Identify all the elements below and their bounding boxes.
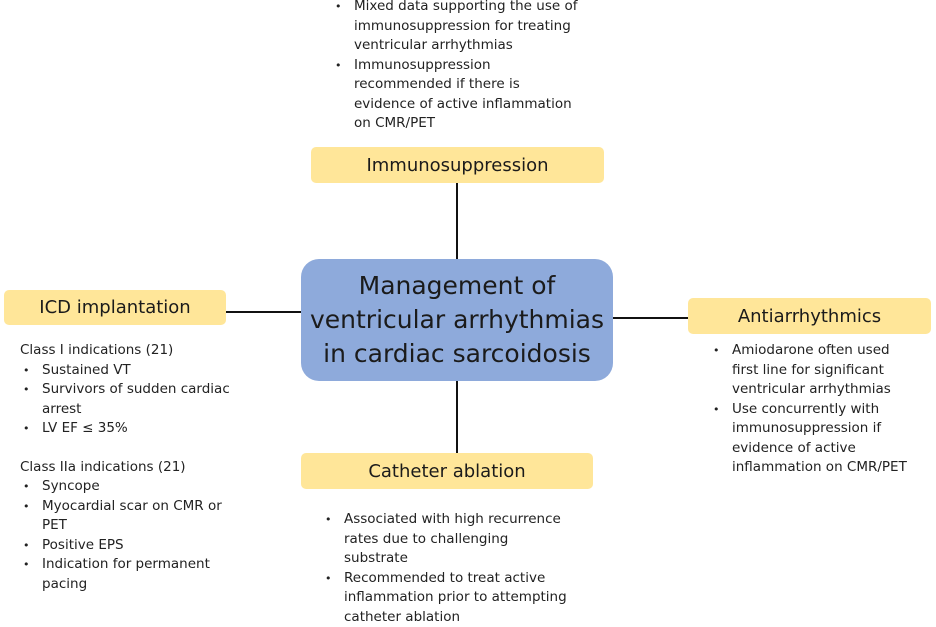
ablation-bullet: Recommended to treat active inflammation… xyxy=(322,569,574,627)
center-line-3: in cardiac sarcoidosis xyxy=(310,337,604,371)
ablation-bullet: Associated with high recurrence rates du… xyxy=(322,510,574,569)
catheter-ablation-notes: Associated with high recurrence rates du… xyxy=(322,510,574,627)
immunosuppression-notes: Mixed data supporting the use of immunos… xyxy=(332,0,584,134)
icd-implantation-label: ICD implantation xyxy=(4,290,226,325)
class-iia-heading: Class IIa indications (21) xyxy=(20,458,230,478)
connector-right xyxy=(613,317,688,319)
center-line-1: Management of xyxy=(310,269,604,303)
class-iia-bullet: Myocardial scar on CMR or PET xyxy=(20,497,230,536)
connector-left xyxy=(226,311,301,313)
class-i-heading: Class I indications (21) xyxy=(20,341,230,361)
class-i-bullet: Sustained VT xyxy=(20,361,230,381)
antiarrhythmics-bullet: Use concurrently with immunosuppression … xyxy=(710,400,920,478)
center-node: Management of ventricular arrhythmias in… xyxy=(301,259,613,381)
connector-top xyxy=(456,183,458,259)
class-iia-bullet: Syncope xyxy=(20,477,230,497)
catheter-ablation-label: Catheter ablation xyxy=(301,453,593,489)
antiarrhythmics-bullet: Amiodarone often used first line for sig… xyxy=(710,341,920,400)
class-iia-bullet: Indication for permanent pacing xyxy=(20,555,230,594)
antiarrhythmics-notes: Amiodarone often used first line for sig… xyxy=(710,341,920,478)
class-i-bullet: Survivors of sudden cardiac arrest xyxy=(20,380,230,419)
immunosuppression-bullet: Immunosuppression recommended if there i… xyxy=(332,56,584,134)
connector-bottom xyxy=(456,381,458,453)
antiarrhythmics-label: Antiarrhythmics xyxy=(688,298,931,334)
center-line-2: ventricular arrhythmias xyxy=(310,303,604,337)
class-i-bullet: LV EF ≤ 35% xyxy=(20,419,230,439)
immunosuppression-bullet: Mixed data supporting the use of immunos… xyxy=(332,0,584,56)
class-iia-bullet: Positive EPS xyxy=(20,536,230,556)
icd-notes: Class I indications (21) Sustained VT Su… xyxy=(20,341,230,594)
immunosuppression-label: Immunosuppression xyxy=(311,147,604,183)
